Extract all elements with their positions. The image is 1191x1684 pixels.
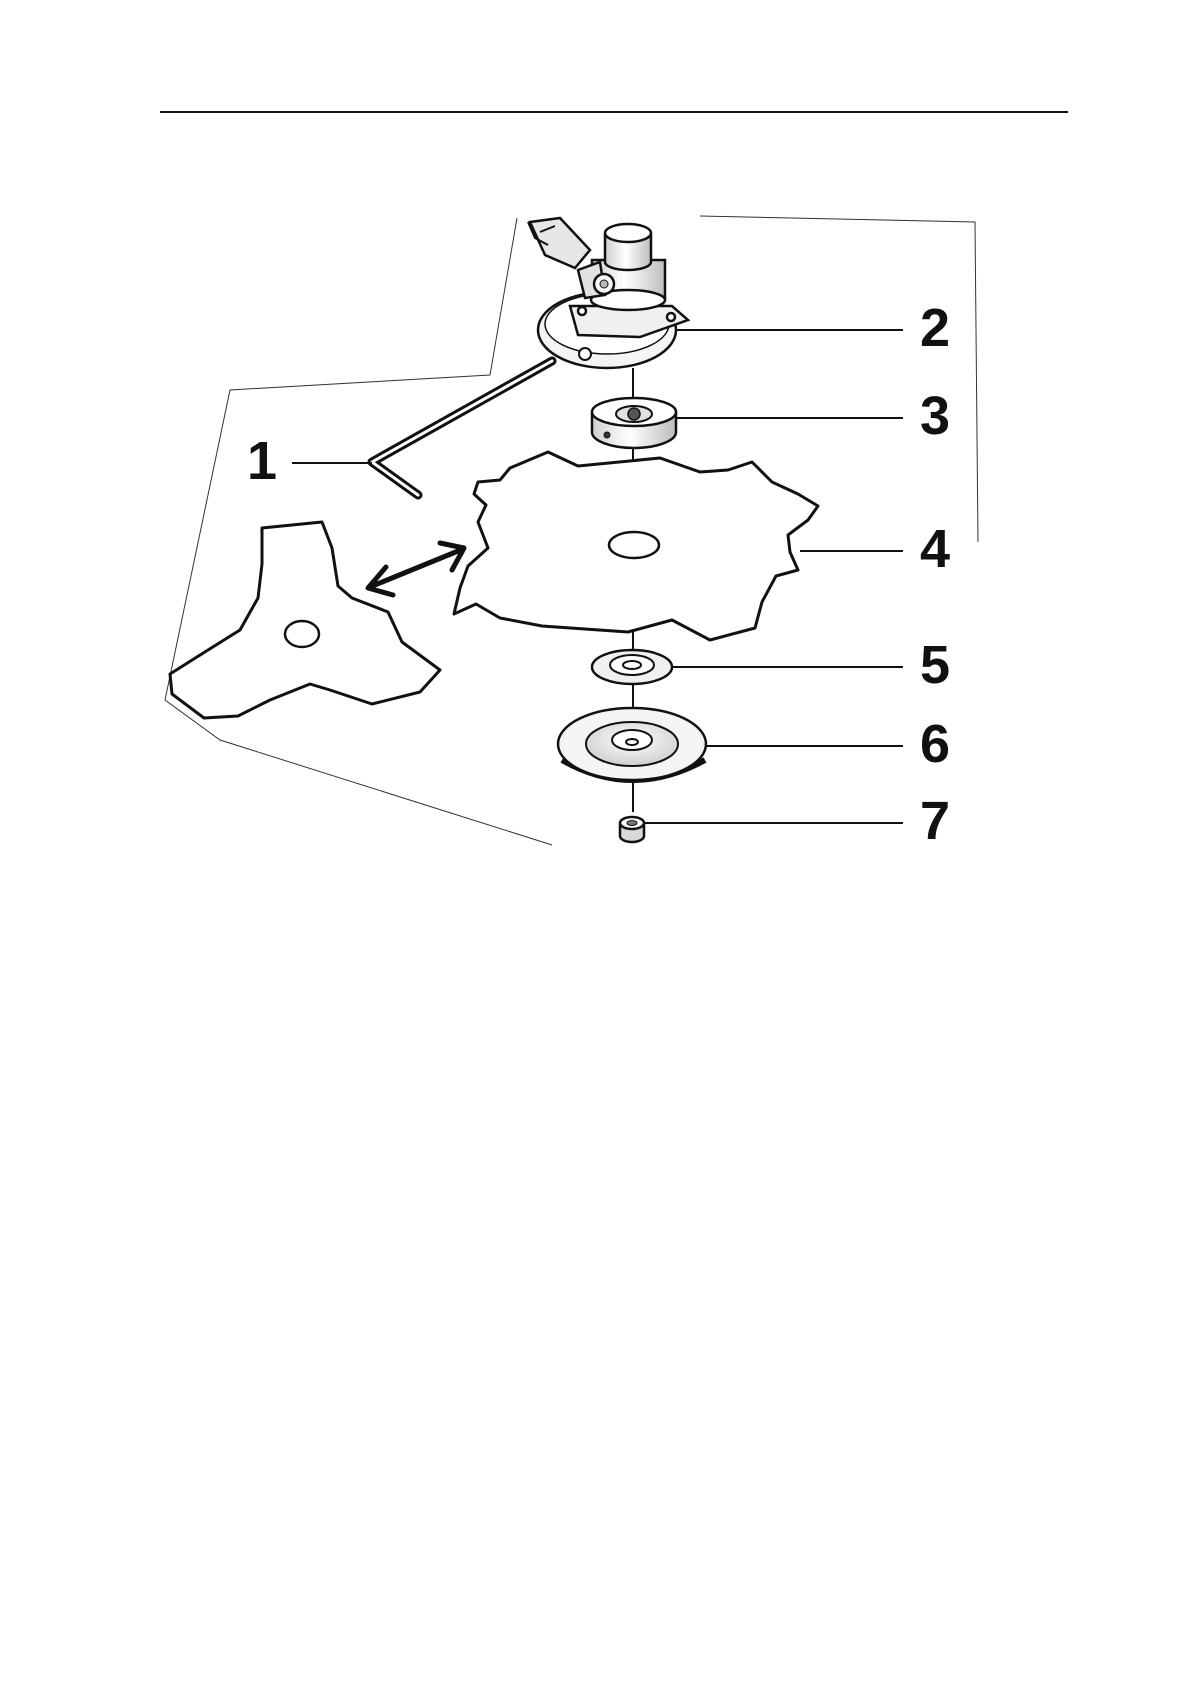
callout-7-nut: 7 (920, 794, 950, 848)
four-tooth-blade (454, 452, 818, 640)
upper-blade-holder (592, 398, 676, 448)
gear-head-flange (528, 218, 688, 368)
callout-5-washer: 5 (920, 638, 950, 692)
callout-6-guard-cup: 6 (920, 717, 950, 771)
callout-3-blade-holder: 3 (920, 389, 950, 443)
guard-cup (558, 708, 706, 780)
three-tooth-blade (170, 522, 440, 718)
callout-1-hex-key: 1 (247, 434, 277, 488)
lower-washer (592, 650, 672, 684)
blade-nut (620, 817, 644, 842)
callout-2-gear-head: 2 (920, 301, 950, 355)
double-headed-arrow (368, 543, 464, 595)
callout-4-blade: 4 (920, 522, 950, 576)
